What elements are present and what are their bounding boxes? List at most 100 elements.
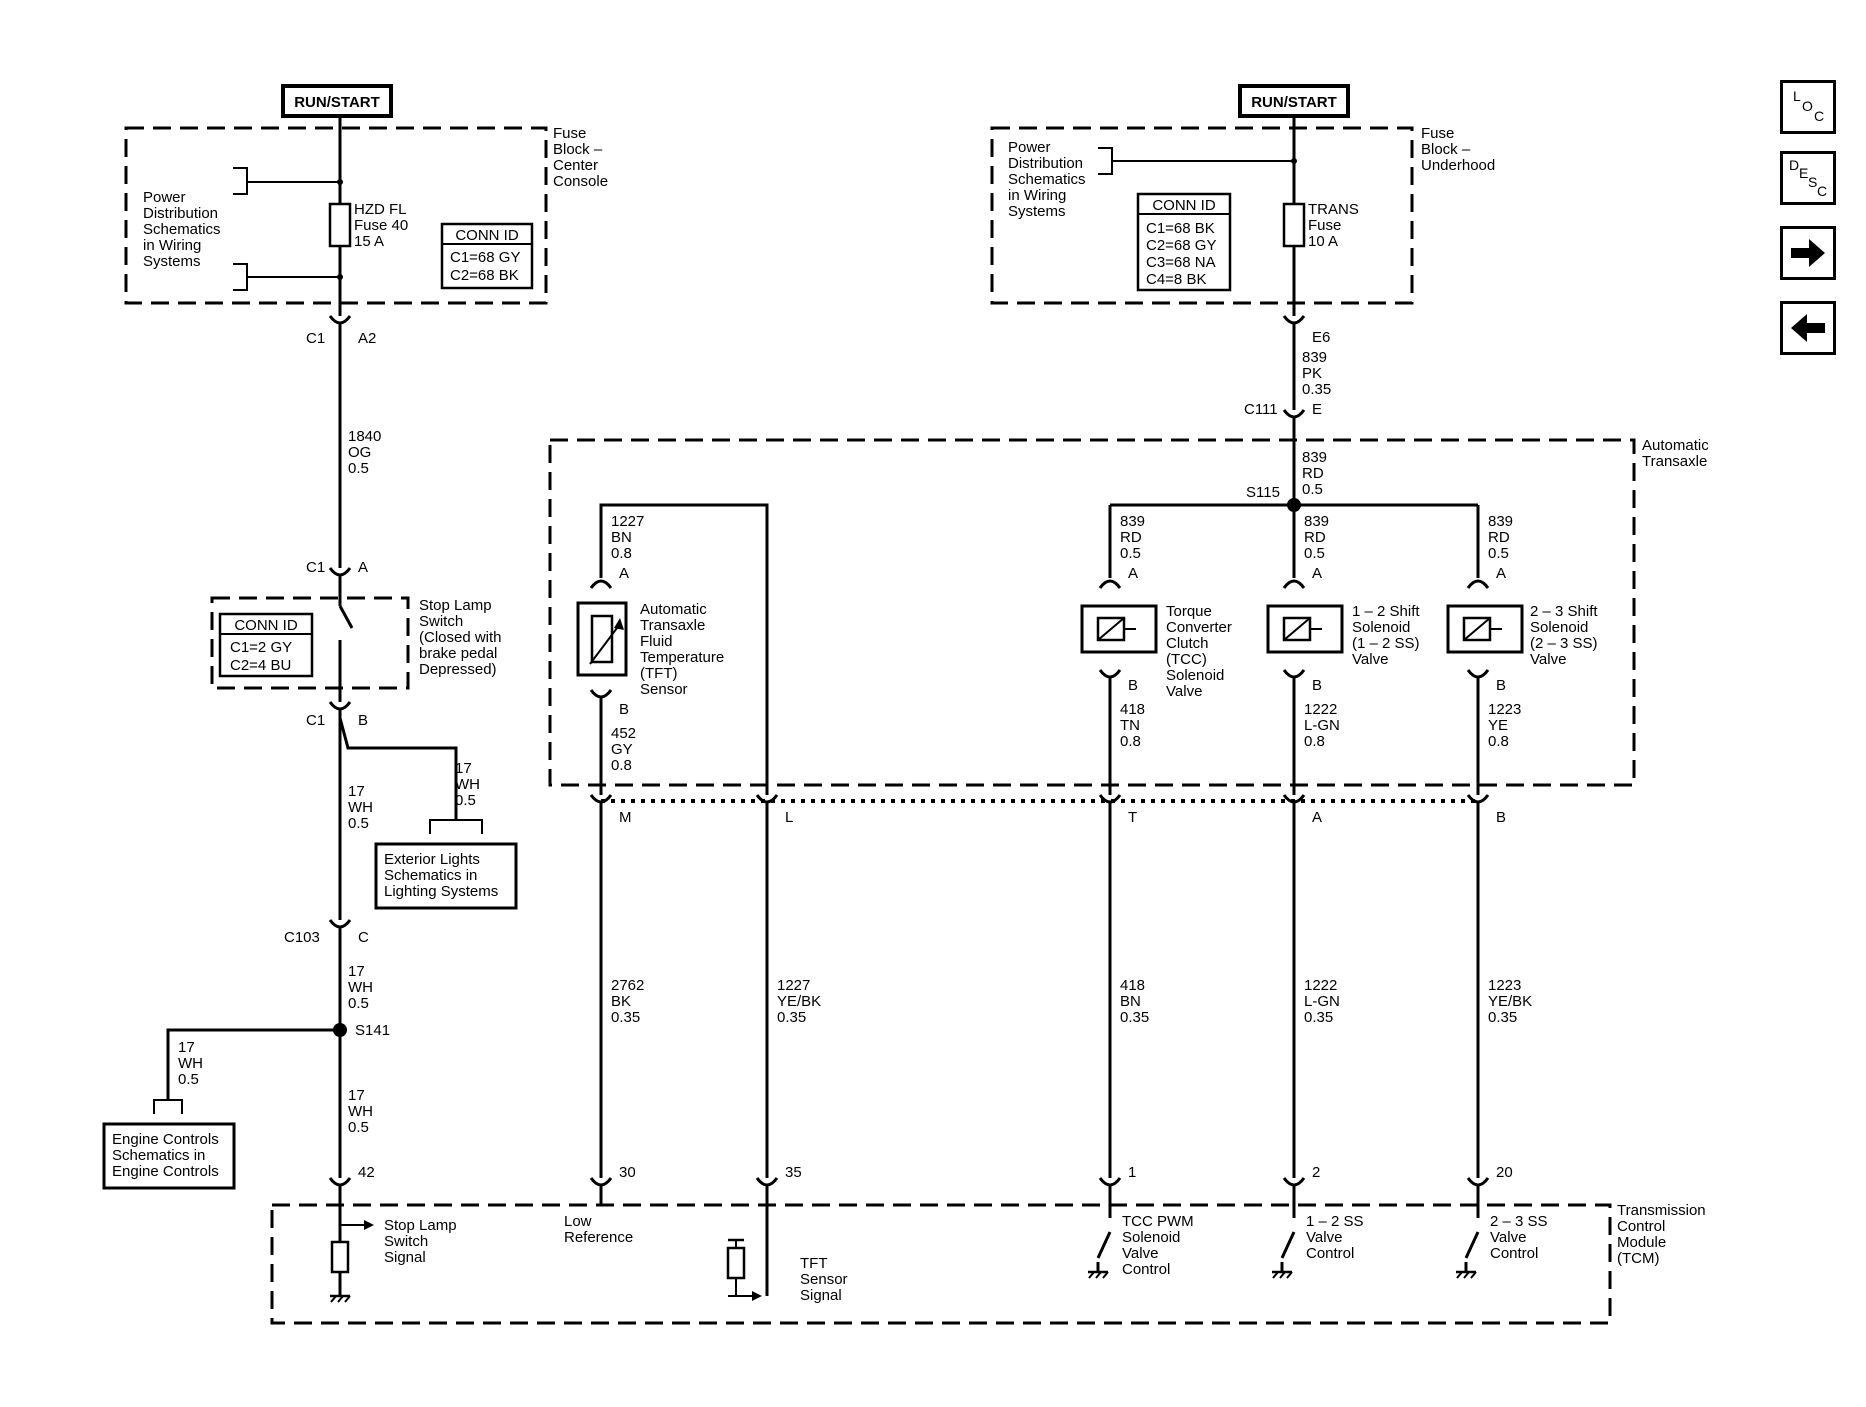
- svg-text:WH: WH: [178, 1055, 203, 1072]
- svg-text:0.5: 0.5: [455, 792, 476, 809]
- svg-text:E: E: [1312, 401, 1322, 418]
- svg-text:0.8: 0.8: [611, 545, 632, 562]
- svg-text:0.5: 0.5: [1304, 545, 1325, 562]
- svg-text:0.5: 0.5: [348, 815, 369, 832]
- svg-text:C1: C1: [306, 559, 325, 576]
- loc-button[interactable]: L O C: [1780, 80, 1836, 134]
- svg-text:WH: WH: [455, 776, 480, 793]
- wire-839-pk-label: 839 PK 0.35: [1302, 349, 1331, 398]
- svg-text:A: A: [1312, 565, 1322, 582]
- low-reference: Low Reference: [564, 1185, 633, 1246]
- svg-text:Solenoid: Solenoid: [1122, 1229, 1180, 1246]
- svg-text:Solenoid: Solenoid: [1352, 619, 1410, 636]
- connector-c1-a-label: C1 A: [306, 559, 368, 576]
- loc-icon: L O C: [1793, 88, 1824, 124]
- splice-s115-label: S115: [1246, 484, 1280, 501]
- wire-452-gy-label: 452 GY 0.8: [611, 725, 636, 774]
- svg-text:Valve: Valve: [1122, 1245, 1158, 1262]
- tcm-pin-1: 1: [1128, 1164, 1136, 1181]
- svg-text:Control: Control: [1306, 1245, 1354, 1262]
- svg-text:B: B: [1128, 677, 1138, 694]
- svg-text:(Closed with: (Closed with: [419, 629, 502, 646]
- svg-text:OG: OG: [348, 444, 371, 461]
- svg-text:C: C: [1814, 108, 1824, 124]
- wire-1840-og-label: 1840 OG 0.5: [348, 428, 381, 477]
- svg-text:0.5: 0.5: [348, 460, 369, 477]
- svg-text:TN: TN: [1120, 717, 1140, 734]
- tft-sensor-signal-input: TFT Sensor Signal: [726, 1185, 848, 1304]
- svg-text:1223: 1223: [1488, 701, 1521, 718]
- svg-text:M: M: [619, 809, 632, 826]
- svg-text:C1: C1: [306, 330, 325, 347]
- svg-text:Temperature: Temperature: [640, 649, 724, 666]
- svg-text:BK: BK: [611, 993, 631, 1010]
- svg-text:Distribution: Distribution: [1008, 155, 1083, 172]
- svg-text:839: 839: [1304, 513, 1329, 530]
- svg-text:A: A: [1312, 809, 1322, 826]
- wire-17-wh-engine-label: 17 WH 0.5: [178, 1039, 203, 1088]
- svg-text:Valve: Valve: [1352, 651, 1388, 668]
- splice-s141-label: S141: [355, 1022, 390, 1039]
- tcm-harness: 2762 BK 0.35 1227 YE/BK 0.35 418 BN 0.35…: [599, 802, 1532, 1178]
- svg-text:C2=4 BU: C2=4 BU: [230, 657, 291, 674]
- svg-text:O: O: [1802, 98, 1813, 114]
- svg-text:Control: Control: [1617, 1218, 1665, 1235]
- svg-text:C103: C103: [284, 929, 320, 946]
- svg-text:Control: Control: [1122, 1261, 1170, 1278]
- svg-text:Transmission: Transmission: [1617, 1202, 1706, 1219]
- svg-text:418: 418: [1120, 977, 1145, 994]
- back-button[interactable]: [1780, 301, 1836, 355]
- tft-sensor-label: Automatic Transaxle Fluid Temperature (T…: [640, 601, 724, 698]
- wire-418-bn-label: 418 BN 0.35: [1120, 977, 1149, 1026]
- svg-text:(TCC): (TCC): [1166, 651, 1207, 668]
- connector-c103-label: C103 C: [284, 929, 369, 946]
- wire-839-rd-ss12-label: 839 RD 0.5: [1304, 513, 1329, 562]
- svg-text:Lighting Systems: Lighting Systems: [384, 883, 498, 900]
- wire-839-rd-tcc-label: 839 RD 0.5: [1120, 513, 1145, 562]
- svg-text:0.5: 0.5: [348, 1119, 369, 1136]
- svg-text:Control: Control: [1490, 1245, 1538, 1262]
- ss23-solenoid-valve: 839 RD 0.5 A B 2 – 3 Shift Solenoid (2 –…: [1446, 505, 1598, 795]
- tcm-pin-2: 2: [1312, 1164, 1320, 1181]
- svg-text:Module: Module: [1617, 1234, 1666, 1251]
- svg-text:1227: 1227: [611, 513, 644, 530]
- power-distribution-ref-right: Power Distribution Schematics in Wiring …: [1008, 139, 1086, 220]
- tcm-pin-42: 42: [358, 1164, 375, 1181]
- wire-839-rd-ss23-label: 839 RD 0.5: [1488, 513, 1513, 562]
- wire-17-wh-b-label: 17 WH 0.5: [348, 963, 373, 1012]
- svg-text:(TCM): (TCM): [1617, 1250, 1659, 1267]
- svg-text:Depressed): Depressed): [419, 661, 497, 678]
- stop-lamp-switch-label: Stop Lamp Switch (Closed with brake peda…: [419, 597, 502, 678]
- svg-text:RD: RD: [1304, 529, 1326, 546]
- svg-text:0.5: 0.5: [348, 995, 369, 1012]
- svg-text:WH: WH: [348, 1103, 373, 1120]
- wire-17-wh-c-label: 17 WH 0.5: [348, 1087, 373, 1136]
- svg-text:Automatic: Automatic: [640, 601, 707, 618]
- svg-text:2 – 3 SS: 2 – 3 SS: [1490, 1213, 1548, 1230]
- svg-text:Solenoid: Solenoid: [1166, 667, 1224, 684]
- svg-text:2762: 2762: [611, 977, 644, 994]
- desc-icon: D E S C: [1789, 157, 1827, 199]
- wire-1222-lgn-label: 1222 L-GN 0.8: [1304, 701, 1340, 750]
- ss23-solenoid-label: 2 – 3 Shift Solenoid (2 – 3 SS) Valve: [1530, 603, 1598, 668]
- svg-text:B: B: [1496, 677, 1506, 694]
- svg-text:1 – 2 SS: 1 – 2 SS: [1306, 1213, 1364, 1230]
- svg-text:(TFT): (TFT): [640, 665, 677, 682]
- svg-text:Power: Power: [143, 189, 186, 206]
- wire-839-rd-label: 839 RD 0.5: [1302, 449, 1327, 498]
- fuse-block-underhood: Fuse Block – Underhood Power Distributio…: [990, 125, 1495, 305]
- svg-text:839: 839: [1488, 513, 1513, 530]
- svg-text:839: 839: [1302, 449, 1327, 466]
- svg-text:Transaxle: Transaxle: [640, 617, 705, 634]
- tcm-pin-35: 35: [785, 1164, 802, 1181]
- svg-text:Schematics in: Schematics in: [384, 867, 477, 884]
- svg-text:RUN/START: RUN/START: [294, 94, 380, 111]
- desc-button[interactable]: D E S C: [1780, 151, 1836, 205]
- svg-text:Engine Controls: Engine Controls: [112, 1163, 219, 1180]
- svg-text:0.5: 0.5: [178, 1071, 199, 1088]
- svg-text:Engine Controls: Engine Controls: [112, 1131, 219, 1148]
- svg-text:A: A: [619, 565, 629, 582]
- next-button[interactable]: [1780, 226, 1836, 280]
- svg-text:B: B: [1312, 677, 1322, 694]
- svg-text:Schematics: Schematics: [143, 221, 221, 238]
